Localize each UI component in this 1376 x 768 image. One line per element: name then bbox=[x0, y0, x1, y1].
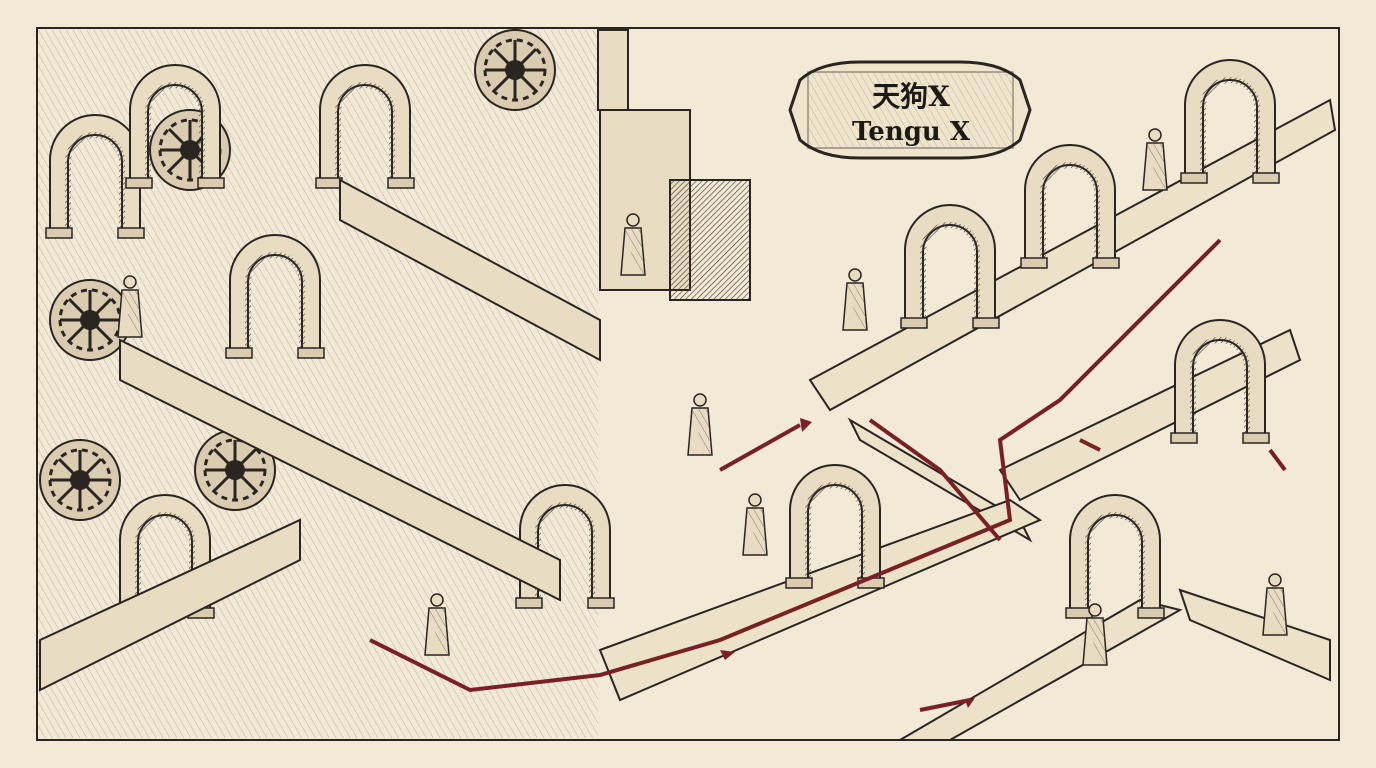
title-english: Tengu X bbox=[852, 117, 971, 147]
gear-icon bbox=[38, 438, 122, 522]
gear-icon bbox=[473, 28, 557, 112]
machinery-left bbox=[38, 28, 751, 738]
gear-icon bbox=[48, 278, 132, 362]
arrow-icon bbox=[720, 418, 975, 708]
outer-frame bbox=[36, 27, 1340, 741]
route-path bbox=[369, 238, 1287, 712]
person-figure bbox=[687, 393, 713, 456]
title-cartouche: 天狗X Tengu X bbox=[788, 60, 1032, 160]
title-chinese: 天狗X bbox=[872, 80, 950, 113]
